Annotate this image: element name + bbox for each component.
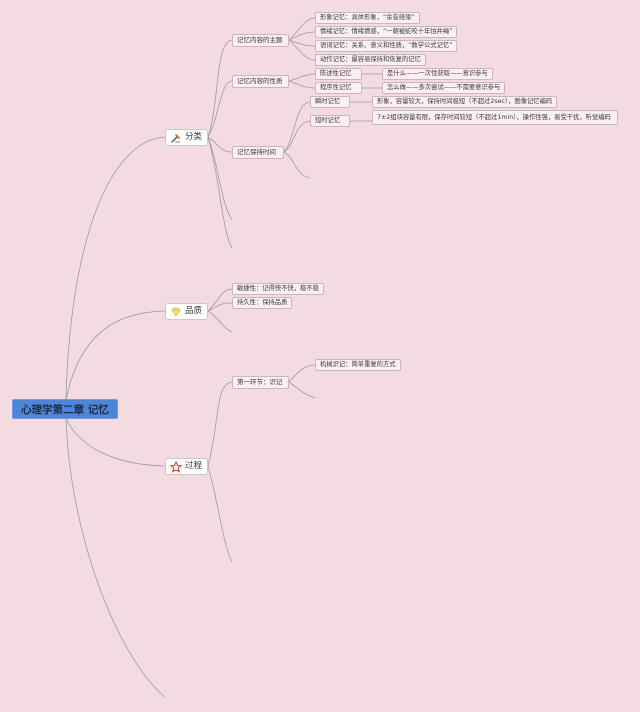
leaf-motor-memory[interactable]: 动作记忆：最容易保持和恢复的记忆 xyxy=(315,54,426,66)
leaf-image-memory[interactable]: 形象记忆：具体形象，“余音绕梁” xyxy=(315,12,420,24)
leaf-agility[interactable]: 敏捷性：记得快不快，稳不稳 xyxy=(232,283,324,295)
leaf-procedural-detail[interactable]: 怎么做——多次尝试——不需要意识参与 xyxy=(382,82,506,94)
leaf-sensory-memory-detail[interactable]: 形象，容量较大，保持时间极短（不超过2sec），图像记忆编码 xyxy=(372,96,558,108)
leaf-declarative-memory[interactable]: 陈述性记忆 xyxy=(315,68,362,80)
leaf-procedural-memory[interactable]: 程序性记忆 xyxy=(315,82,362,94)
branch-classification-label: 分类 xyxy=(185,132,203,142)
leaf-short-term-memory-detail[interactable]: 7±2组块容量有限，保存时间较短（不超过1min），操作性强，易受干扰，听觉编码 xyxy=(372,110,618,125)
subtopic-memory-content-theme[interactable]: 记忆内容的主题 xyxy=(232,34,289,47)
tools-icon xyxy=(171,134,180,143)
subtopic-memory-retention-time[interactable]: 记忆保持时间 xyxy=(232,146,284,159)
branch-classification[interactable]: 分类 xyxy=(165,129,208,146)
leaf-declarative-detail[interactable]: 是什么——一次性获取——意识参与 xyxy=(382,68,493,80)
diamond-icon xyxy=(171,307,181,317)
subtopic-memory-content-nature[interactable]: 记忆内容的性质 xyxy=(232,75,289,88)
leaf-emotional-memory[interactable]: 情绪记忆：情绪情感，“一朝被蛇咬十年怕井绳” xyxy=(315,26,458,38)
leaf-rote-memorization[interactable]: 机械识记：简单重复的方式 xyxy=(315,359,401,371)
branch-process-label: 过程 xyxy=(185,461,203,471)
leaf-verbal-memory[interactable]: 语词记忆：关系、意义和性质，“数学公式记忆” xyxy=(315,40,458,52)
leaf-persistence[interactable]: 持久性：保持品质 xyxy=(232,297,293,309)
branch-process[interactable]: 过程 xyxy=(165,458,208,475)
branch-quality[interactable]: 品质 xyxy=(165,303,208,320)
star-icon xyxy=(170,461,182,473)
root-topic[interactable]: 心理学第二章 记忆 xyxy=(12,399,118,419)
leaf-sensory-memory[interactable]: 瞬时记忆 xyxy=(310,96,350,108)
branch-quality-label: 品质 xyxy=(185,306,203,316)
subtopic-memorization-stage[interactable]: 第一环节：识记 xyxy=(232,376,289,389)
leaf-short-term-memory[interactable]: 短时记忆 xyxy=(310,115,350,127)
